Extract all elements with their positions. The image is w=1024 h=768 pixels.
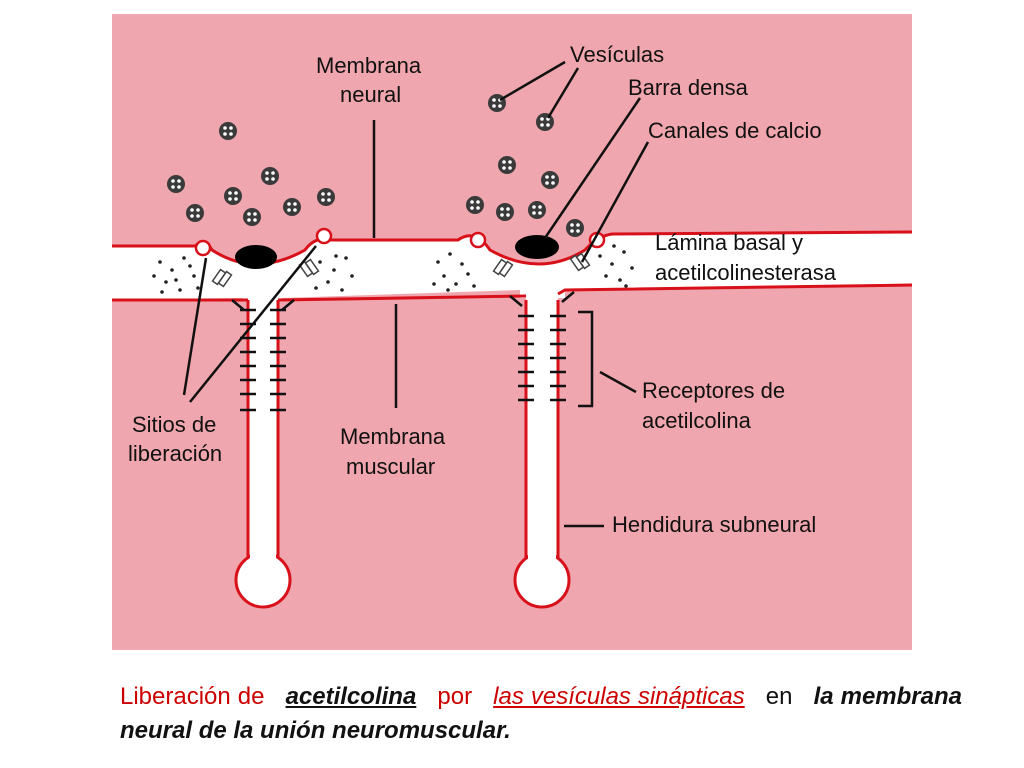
subneural-cleft-left: [234, 298, 292, 609]
caption-word-1: Liberación de: [120, 683, 265, 710]
caption-word-6: la membrana neural de la unión neuromusc…: [120, 683, 962, 744]
figure-caption: Liberación de acetilcolina por las vesíc…: [120, 680, 962, 748]
caption-word-5: en: [765, 683, 793, 710]
label-muscle-membrane-2: muscular: [346, 454, 435, 479]
label-muscle-membrane-1: Membrana: [340, 424, 446, 449]
label-receptors-1: Receptores de: [642, 378, 785, 403]
label-release-sites-2: liberación: [128, 441, 222, 466]
label-receptors-2: acetilcolina: [642, 408, 752, 433]
synaptic-vesicles: [167, 94, 584, 237]
label-subneural-cleft: Hendidura subneural: [612, 512, 816, 537]
dense-bar-right: [515, 235, 559, 259]
leader-lines: [182, 60, 650, 528]
label-calcium-channels: Canales de calcio: [648, 118, 822, 143]
label-basal-lamina-1: Lámina basal y: [655, 230, 803, 255]
acetylcholine-receptors: [231, 291, 575, 412]
receptors-bracket: [578, 310, 594, 408]
neural-membrane-line: [112, 230, 913, 266]
caption-word-3: por: [437, 683, 473, 710]
label-vesicles: Vesículas: [570, 42, 664, 67]
label-neural-membrane-2: neural: [340, 82, 401, 107]
caption-link-vesicles[interactable]: las vesículas sinápticas: [493, 683, 745, 710]
label-dense-bar: Barra densa: [628, 75, 749, 100]
label-release-sites-1: Sitios de: [132, 412, 216, 437]
dense-bar-left: [235, 245, 277, 269]
acetylcholine-dots: [152, 244, 634, 294]
label-neural-membrane-1: Membrana: [316, 53, 422, 78]
tissue-background: [112, 14, 912, 650]
caption-link-acetylcholine[interactable]: acetilcolina: [285, 683, 417, 710]
muscle-membrane-line: [112, 283, 913, 302]
neuromuscular-junction-diagram: Membrana neural Vesículas Barra densa Ca…: [112, 14, 913, 650]
label-basal-lamina-2: acetilcolinesterasa: [655, 260, 837, 285]
